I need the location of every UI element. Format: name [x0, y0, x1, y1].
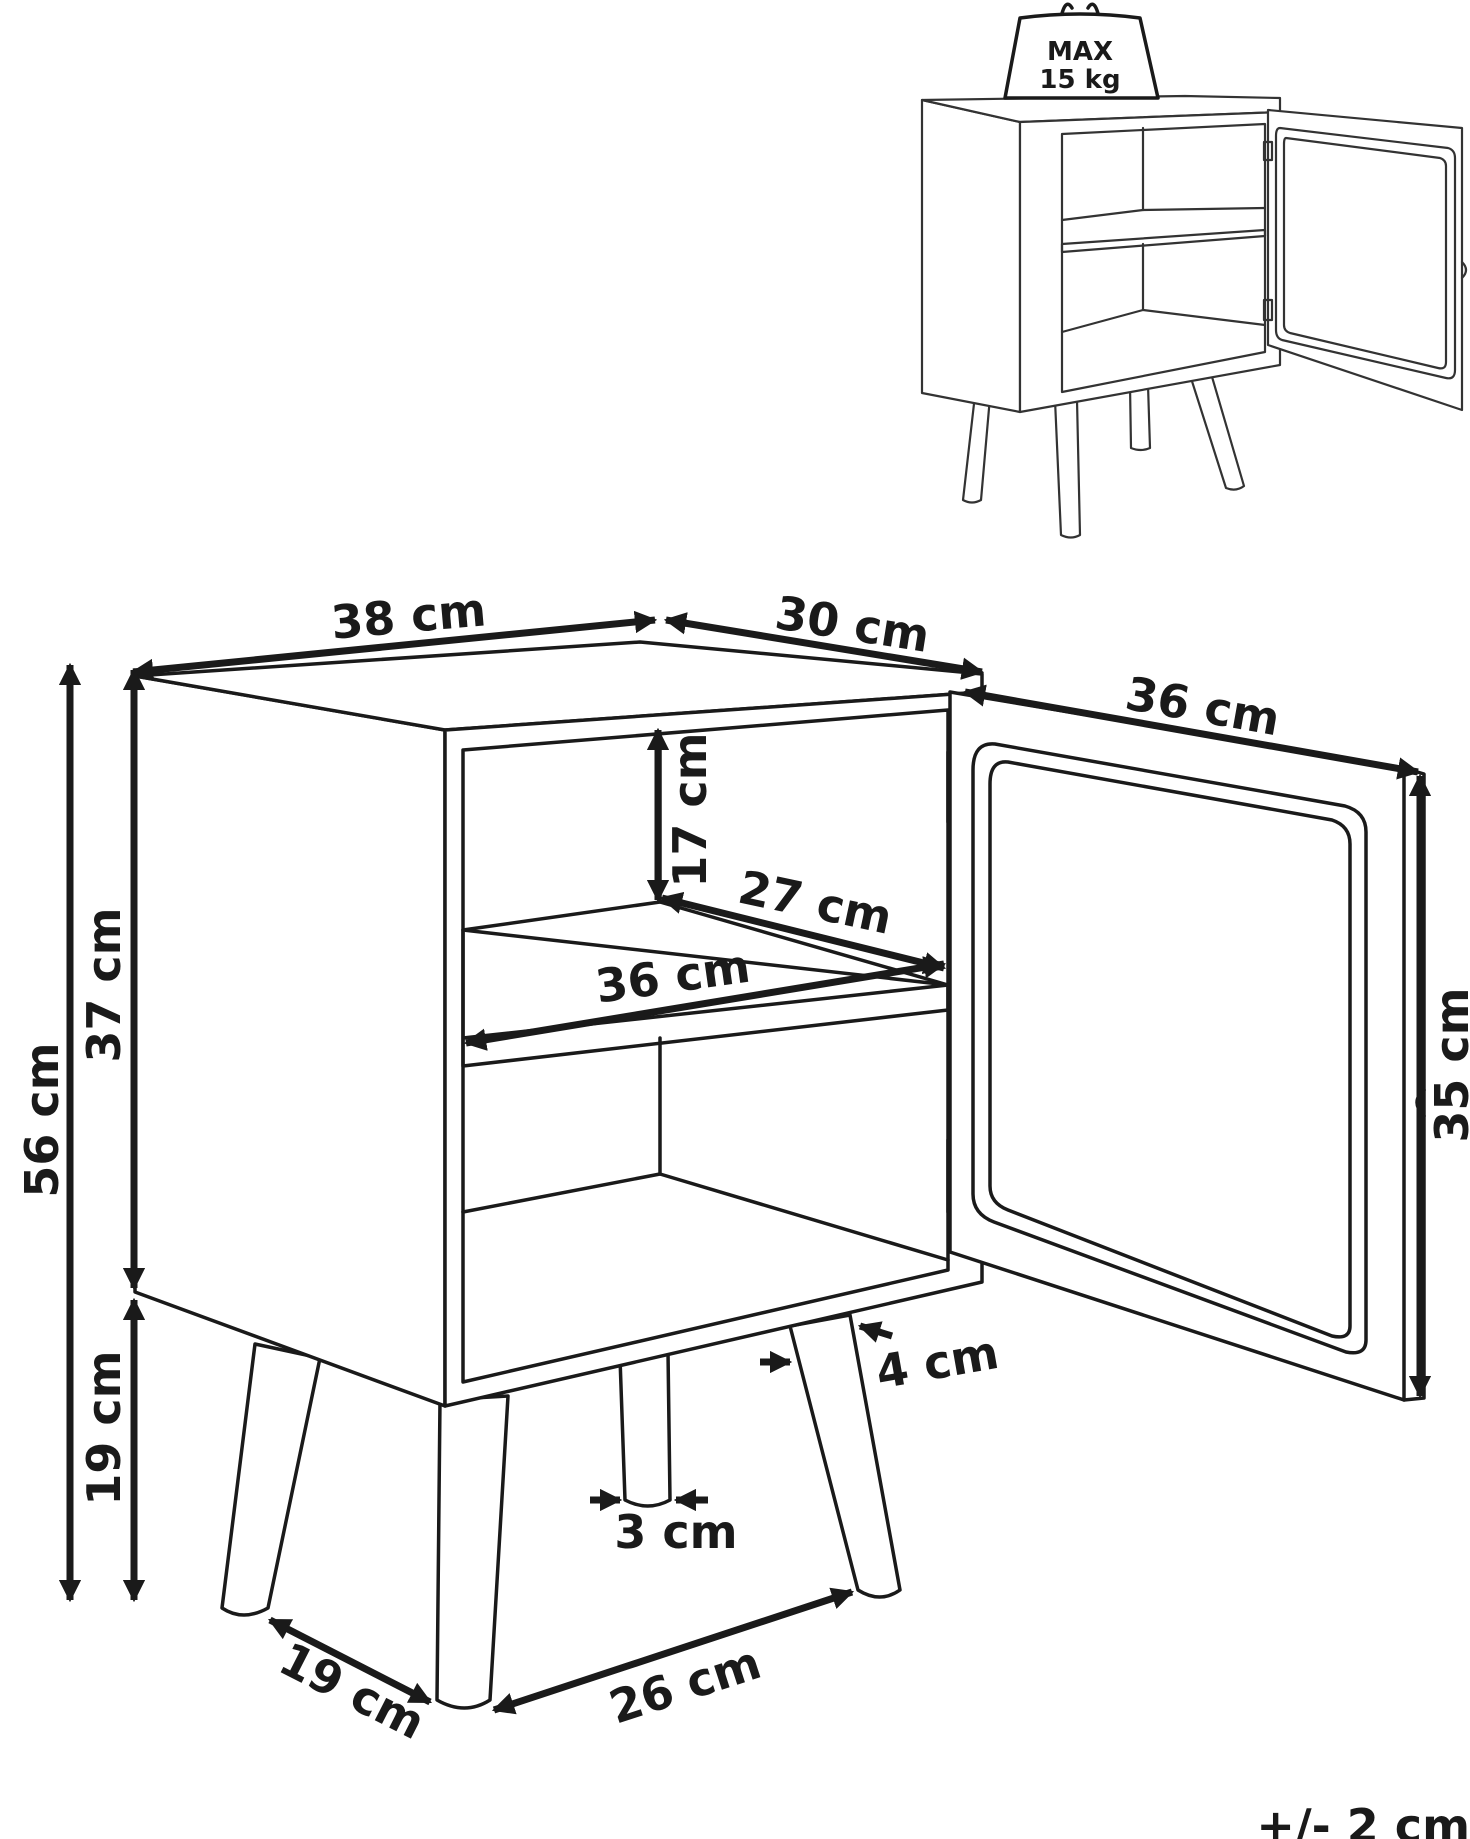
weight-badge-line2: 15 kg [1039, 65, 1120, 95]
side-panel [133, 674, 447, 1408]
label-door-height: 35 cm [1425, 987, 1470, 1142]
cabinet-main [133, 640, 1426, 1710]
label-body-height: 37 cm [77, 907, 131, 1062]
tolerance-note: +/- 2 cm [1256, 1799, 1470, 1839]
door [948, 690, 1406, 1402]
inner-opening [461, 708, 950, 1384]
arrow-door-width [962, 684, 1421, 780]
arrow-width [130, 610, 658, 682]
label-leg-side-span: 19 cm [271, 1631, 434, 1750]
weight-badge-line1: MAX [1047, 37, 1113, 67]
dimension-arrows [58, 610, 1432, 1715]
leg-back-middle [618, 1350, 672, 1508]
label-shelf-gap: 17 cm [663, 732, 717, 887]
leg-back-left [220, 1342, 322, 1617]
label-width: 38 cm [329, 582, 488, 649]
label-total-height: 56 cm [15, 1042, 69, 1197]
leg-front-right [788, 1313, 902, 1599]
arrow-leg-front-span [491, 1587, 855, 1715]
arrow-leg-side-span [268, 1616, 432, 1706]
leg-front-left [435, 1394, 510, 1710]
arrow-shelf-width [463, 956, 947, 1051]
cabinet-preview [920, 2, 1468, 539]
label-leg-height: 19 cm [77, 1350, 131, 1505]
label-depth: 30 cm [772, 585, 934, 663]
arrow-leg-width-right [857, 1321, 894, 1343]
arrow-depth [663, 612, 985, 680]
label-leg-tip: 3 cm [614, 1505, 737, 1559]
